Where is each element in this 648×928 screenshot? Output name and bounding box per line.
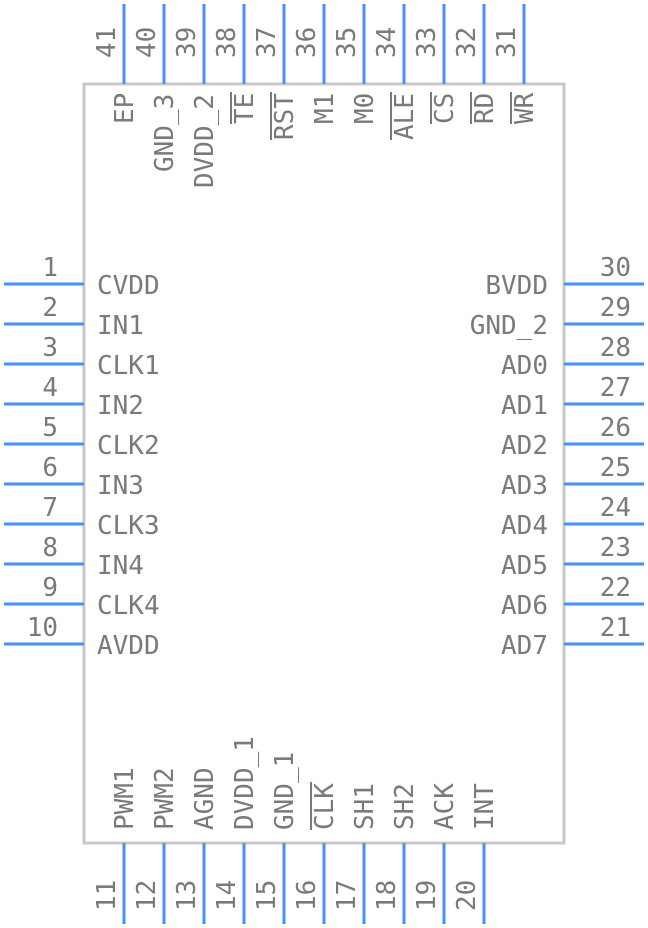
pin-2-label: IN1 — [97, 311, 144, 341]
pin-1-number: 1 — [42, 253, 58, 283]
pin-26-number: 26 — [600, 413, 631, 443]
pin-6-label: IN3 — [97, 471, 144, 501]
pin-38-number: 38 — [212, 27, 242, 58]
pin-7-label: CLK3 — [97, 511, 160, 541]
pin-22-number: 22 — [600, 573, 631, 603]
pin-30-label: BVDD — [485, 271, 548, 301]
pin-21-label: AD7 — [501, 631, 548, 661]
pin-6-number: 6 — [42, 453, 58, 483]
pin-28-number: 28 — [600, 333, 631, 363]
pin-15-label: GND_1 — [270, 752, 300, 830]
pin-24-label: AD4 — [501, 511, 548, 541]
pin-33-number: 33 — [412, 27, 442, 58]
pin-32-number: 32 — [452, 27, 482, 58]
pin-24-number: 24 — [600, 493, 631, 523]
pin-28-label: AD0 — [501, 351, 548, 381]
pin-8-number: 8 — [42, 533, 58, 563]
pin-9-label: CLK4 — [97, 591, 160, 621]
pin-17-label: SH1 — [350, 783, 380, 830]
pin-31-label: WR — [510, 92, 540, 124]
pin-8-label: IN4 — [97, 551, 144, 581]
pin-40-number: 40 — [132, 27, 162, 58]
pin-23-label: AD5 — [501, 551, 548, 581]
pin-26-label: AD2 — [501, 431, 548, 461]
pin-38-label: TE — [230, 93, 260, 124]
pin-5-label: CLK2 — [97, 431, 160, 461]
pin-34-number: 34 — [372, 27, 402, 58]
pin-20-label: INT — [470, 783, 500, 830]
pin-3-number: 3 — [42, 333, 58, 363]
pin-37-number: 37 — [252, 27, 282, 58]
ic-body — [82, 82, 566, 845]
pin-1-label: CVDD — [97, 271, 160, 301]
pins-layer: 1CVDD2IN13CLK14IN25CLK26IN37CLK38IN49CLK… — [4, 4, 644, 924]
pin-25-number: 25 — [600, 453, 631, 483]
pin-18-number: 18 — [372, 880, 402, 911]
pin-19-number: 19 — [412, 880, 442, 911]
pin-14-label: DVDD_1 — [230, 736, 260, 830]
pin-12-label: PWM2 — [150, 767, 180, 830]
pin-2-number: 2 — [42, 293, 58, 323]
pin-41-label: EP — [110, 93, 140, 124]
pin-11-label: PWM1 — [110, 767, 140, 830]
pin-36-number: 36 — [292, 27, 322, 58]
pin-10-number: 10 — [27, 613, 58, 643]
pin-27-number: 27 — [600, 373, 631, 403]
pin-39-label: DVDD_2 — [190, 94, 220, 188]
pin-35-number: 35 — [332, 27, 362, 58]
pin-22-label: AD6 — [501, 591, 548, 621]
pin-36-label: M1 — [310, 93, 340, 124]
pin-35-label: M0 — [350, 93, 380, 124]
pin-31-number: 31 — [492, 27, 522, 58]
pin-17-number: 17 — [332, 880, 362, 911]
pin-29-number: 29 — [600, 293, 631, 323]
pin-15-number: 15 — [252, 880, 282, 911]
pin-25-label: AD3 — [501, 471, 548, 501]
pin-13-label: AGND — [190, 767, 220, 830]
pin-32-label: RD — [470, 93, 500, 124]
pin-21-number: 21 — [600, 613, 631, 643]
pin-19-label: ACK — [430, 783, 460, 830]
pin-27-label: AD1 — [501, 391, 548, 421]
pin-37-label: RST — [270, 93, 300, 140]
pin-4-number: 4 — [42, 373, 58, 403]
pin-20-number: 20 — [452, 880, 482, 911]
pin-23-number: 23 — [600, 533, 631, 563]
pin-7-number: 7 — [42, 493, 58, 523]
pin-11-number: 11 — [92, 880, 122, 911]
pin-41-number: 41 — [92, 27, 122, 58]
pin-16-number: 16 — [292, 880, 322, 911]
pin-4-label: IN2 — [97, 391, 144, 421]
pin-30-number: 30 — [600, 253, 631, 283]
pin-14-number: 14 — [212, 880, 242, 911]
pin-13-number: 13 — [172, 880, 202, 911]
pin-9-number: 9 — [42, 573, 58, 603]
pin-10-label: AVDD — [97, 631, 160, 661]
pin-16-label: CLK — [310, 783, 340, 830]
pin-3-label: CLK1 — [97, 351, 160, 381]
pin-39-number: 39 — [172, 27, 202, 58]
pin-5-number: 5 — [42, 413, 58, 443]
pin-12-number: 12 — [132, 880, 162, 911]
pin-18-label: SH2 — [390, 783, 420, 830]
pin-29-label: GND_2 — [470, 311, 548, 341]
pin-40-label: GND_3 — [150, 94, 180, 172]
pin-34-label: ALE — [390, 93, 420, 140]
pin-33-label: CS — [430, 93, 460, 124]
